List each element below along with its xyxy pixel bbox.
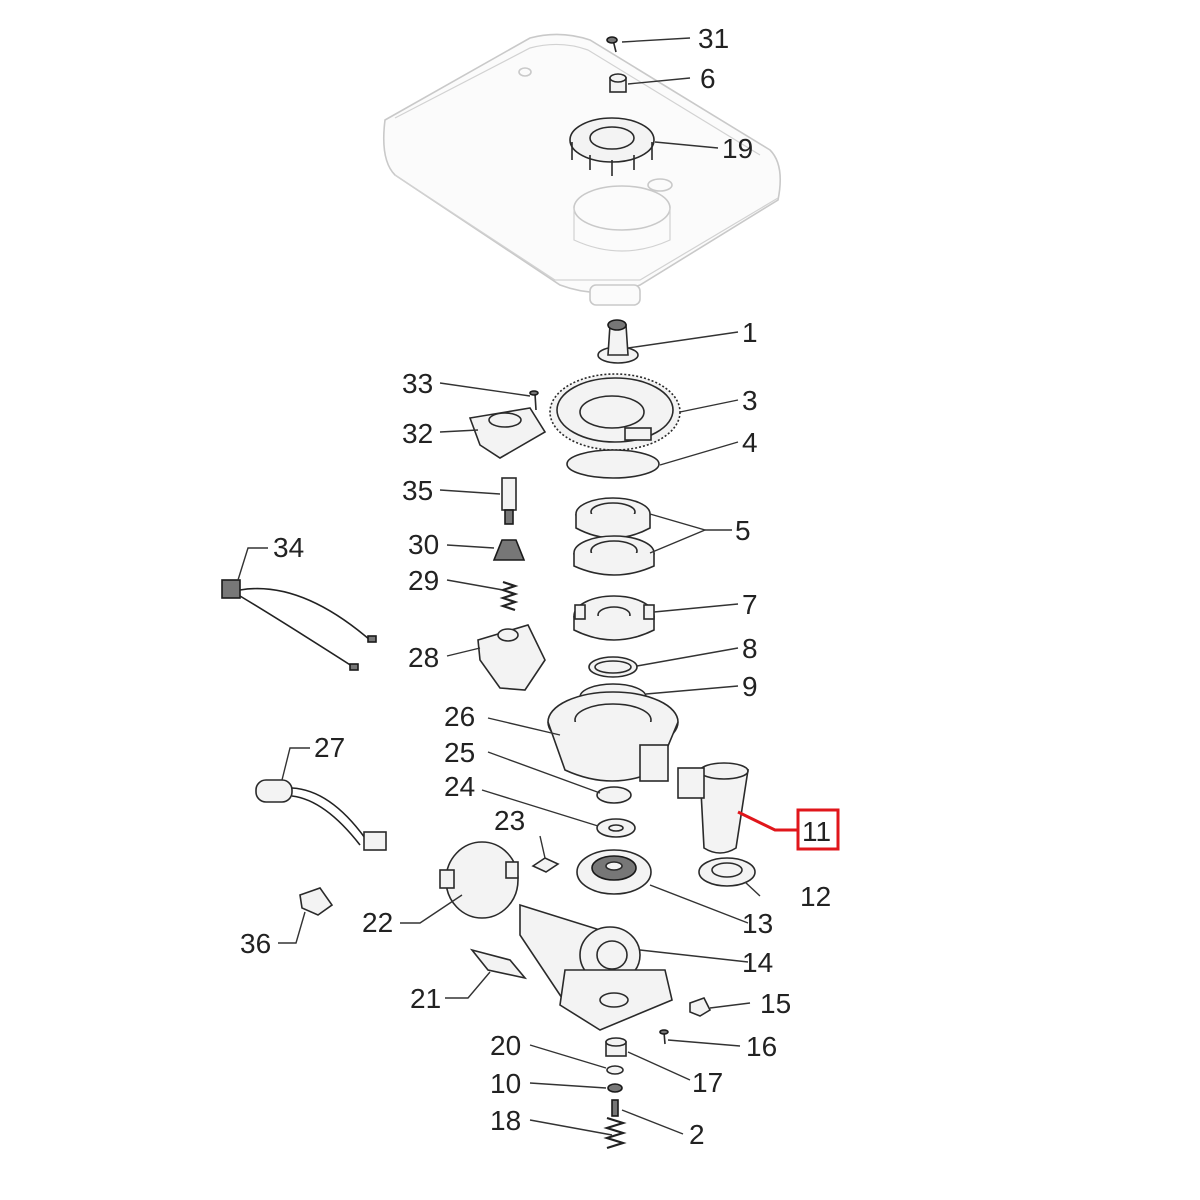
label-4: 4 bbox=[742, 427, 758, 458]
label-30: 30 bbox=[408, 529, 439, 560]
part-7-holder[interactable] bbox=[573, 595, 655, 641]
label-1: 1 bbox=[742, 317, 758, 348]
label-6: 6 bbox=[700, 63, 716, 94]
part-22-clamp-ring[interactable] bbox=[439, 841, 519, 919]
label-8: 8 bbox=[742, 633, 758, 664]
part-4-o-ring[interactable] bbox=[566, 449, 660, 479]
label-15: 15 bbox=[760, 988, 791, 1019]
label-22: 22 bbox=[362, 907, 393, 938]
housing-top-ghost bbox=[382, 33, 781, 306]
part-15-knob[interactable] bbox=[689, 997, 712, 1017]
part-labels: 31 6 19 1 3 4 5 7 8 9 11 12 13 14 15 16 … bbox=[240, 23, 831, 1150]
label-19: 19 bbox=[722, 133, 753, 164]
part-12-funnel[interactable] bbox=[698, 857, 756, 887]
label-3: 3 bbox=[742, 385, 758, 416]
part-30-knob[interactable] bbox=[492, 539, 526, 561]
part-32-bracket[interactable] bbox=[468, 407, 547, 459]
label-27: 27 bbox=[314, 732, 345, 763]
part-24-washer[interactable] bbox=[596, 818, 636, 838]
label-31: 31 bbox=[698, 23, 729, 54]
part-13-burr[interactable] bbox=[576, 849, 652, 895]
part-28-bracket[interactable] bbox=[477, 624, 546, 691]
part-31-screw[interactable] bbox=[606, 36, 618, 53]
part-10-nut[interactable] bbox=[607, 1083, 623, 1093]
label-25: 25 bbox=[444, 737, 475, 768]
label-32: 32 bbox=[402, 418, 433, 449]
label-12: 12 bbox=[800, 881, 831, 912]
part-5-ring-upper[interactable] bbox=[575, 497, 651, 539]
label-14: 14 bbox=[742, 947, 773, 978]
label-28: 28 bbox=[408, 642, 439, 673]
label-20: 20 bbox=[490, 1030, 521, 1061]
label-16: 16 bbox=[746, 1031, 777, 1062]
label-29: 29 bbox=[408, 565, 439, 596]
part-19-cage[interactable] bbox=[569, 117, 655, 176]
part-17-bushing[interactable] bbox=[605, 1037, 627, 1057]
part-26-grinder-housing[interactable] bbox=[547, 691, 679, 782]
part-1-shaft[interactable] bbox=[597, 319, 639, 364]
label-2: 2 bbox=[689, 1119, 705, 1150]
label-26: 26 bbox=[444, 701, 475, 732]
part-14-motor[interactable] bbox=[519, 903, 673, 1031]
label-23: 23 bbox=[494, 805, 525, 836]
part-27-cable[interactable] bbox=[255, 779, 387, 851]
part-23-clip[interactable] bbox=[531, 857, 560, 873]
label-36: 36 bbox=[240, 928, 271, 959]
label-34: 34 bbox=[273, 532, 304, 563]
label-7: 7 bbox=[742, 589, 758, 620]
label-33: 33 bbox=[402, 368, 433, 399]
part-8-ring[interactable] bbox=[588, 656, 638, 678]
part-25-washer[interactable] bbox=[596, 786, 632, 804]
part-20-washer[interactable] bbox=[606, 1065, 624, 1075]
part-16-screw[interactable] bbox=[659, 1029, 669, 1045]
label-11: 11 bbox=[802, 816, 831, 847]
part-5-ring-lower[interactable] bbox=[573, 535, 655, 576]
label-21: 21 bbox=[410, 983, 441, 1014]
label-13: 13 bbox=[742, 908, 773, 939]
part-35-pin[interactable] bbox=[501, 477, 517, 525]
part-21-switch[interactable] bbox=[469, 948, 528, 980]
part-3-gear[interactable] bbox=[549, 373, 681, 451]
part-11-highlight-box bbox=[796, 808, 840, 851]
label-18: 18 bbox=[490, 1105, 521, 1136]
part-34-cable[interactable] bbox=[221, 579, 377, 671]
part-36-clip[interactable] bbox=[299, 887, 334, 916]
label-24: 24 bbox=[444, 771, 475, 802]
highlight-part-11 bbox=[737, 808, 840, 851]
part-33-screw[interactable] bbox=[529, 390, 539, 411]
part-11-container[interactable] bbox=[677, 762, 749, 854]
part-29-spring[interactable] bbox=[499, 580, 519, 612]
label-10: 10 bbox=[490, 1068, 521, 1099]
label-9: 9 bbox=[742, 671, 758, 702]
label-17: 17 bbox=[692, 1067, 723, 1098]
part-6-bushing[interactable] bbox=[609, 73, 627, 93]
label-35: 35 bbox=[402, 475, 433, 506]
label-5: 5 bbox=[735, 515, 751, 546]
leader-lines bbox=[237, 37, 761, 1136]
part-18-spring[interactable] bbox=[603, 1099, 627, 1150]
